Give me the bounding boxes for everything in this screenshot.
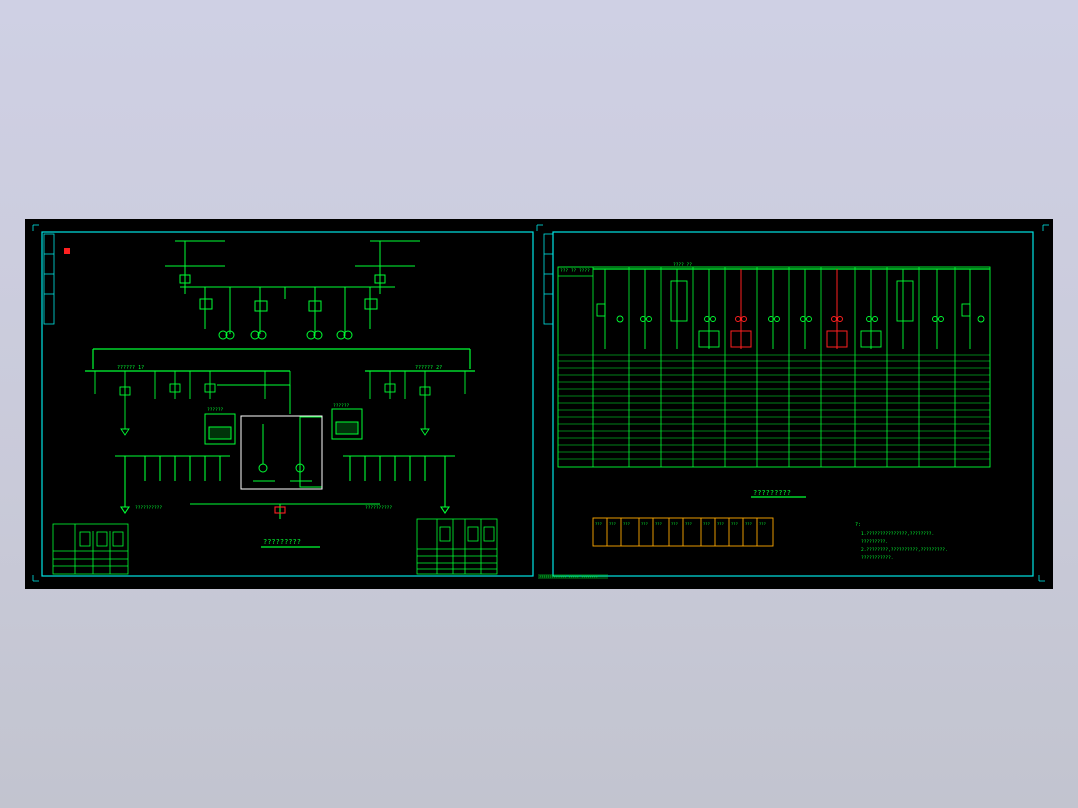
switchgear-table-rows bbox=[558, 354, 990, 460]
cad-viewport[interactable]: ?????? 1? ?????? 2? bbox=[25, 219, 1053, 589]
lower-label-right: ?????????? bbox=[365, 505, 392, 511]
transformer-label-left: ?????? bbox=[207, 407, 224, 413]
cad-corner-tick-icon bbox=[32, 224, 1049, 582]
note-line: ?????????. bbox=[861, 539, 888, 545]
legend-label: ??? bbox=[759, 521, 766, 526]
note-line: ???????????. bbox=[861, 555, 894, 561]
feeders-right bbox=[369, 371, 466, 436]
sheet-left-title: ????????? bbox=[263, 538, 301, 546]
legend-label: ??? bbox=[641, 521, 648, 526]
status-strip: ????????????? ????? ???????? bbox=[539, 575, 598, 579]
sheet-right-title-strip bbox=[543, 233, 554, 325]
sheet-right-frame bbox=[552, 231, 1034, 577]
switchgear-outline bbox=[557, 266, 991, 468]
cubicle-schematics bbox=[596, 269, 985, 349]
highlighted-cubicles bbox=[730, 269, 848, 349]
notes-title: ?: bbox=[855, 522, 861, 528]
legend-label: ??? bbox=[717, 521, 724, 526]
legend-label: ??? bbox=[671, 521, 678, 526]
cubicle-columns bbox=[592, 267, 956, 467]
note-line: 2.????????,??????????,?????????. bbox=[861, 547, 948, 553]
electrical-drawing: ?????? 1? ?????? 2? bbox=[32, 224, 1049, 582]
legend-label: ??? bbox=[731, 521, 738, 526]
feeders-left bbox=[94, 371, 291, 436]
legend-label: ??? bbox=[623, 521, 630, 526]
sheet-right-title: ????????? bbox=[753, 489, 791, 497]
status-strip-bg bbox=[538, 574, 608, 579]
sheet-left: ?????? 1? ?????? 2? bbox=[41, 231, 534, 577]
low-voltage-buses bbox=[115, 455, 455, 519]
table-right bbox=[416, 518, 498, 575]
table-left bbox=[52, 523, 129, 575]
legend-label: ??? bbox=[609, 521, 616, 526]
sheet-left-title-strip bbox=[43, 233, 55, 325]
bus-label-right: ?????? 2? bbox=[415, 365, 442, 371]
red-square-marker-icon bbox=[64, 248, 70, 254]
bus-label-left: ?????? 1? bbox=[117, 365, 144, 371]
legend-label: ??? bbox=[655, 521, 662, 526]
legend-labels: ??? ??? ??? ??? ??? ??? ??? ??? ??? ??? … bbox=[595, 521, 766, 526]
generators bbox=[253, 424, 312, 482]
legend-label: ??? bbox=[685, 521, 692, 526]
legend-label: ??? bbox=[745, 521, 752, 526]
legend-label: ??? bbox=[703, 521, 710, 526]
sheet-right: ??? ?? ???? ???? ?? bbox=[538, 231, 1034, 579]
top-bus-label: ???? ?? bbox=[673, 262, 692, 268]
sheet-left-frame bbox=[41, 231, 534, 577]
main-bus bbox=[85, 348, 475, 372]
transformer-area bbox=[204, 384, 363, 488]
transformer-panel-box bbox=[240, 415, 323, 490]
transformer-label-right: ?????? bbox=[333, 403, 350, 409]
lower-label-left: ?????????? bbox=[135, 505, 162, 511]
note-line: 1.???????????????,????????. bbox=[861, 531, 934, 537]
right-header-label: ??? ?? ???? bbox=[560, 268, 590, 274]
notes: ?: 1.???????????????,????????. ?????????… bbox=[855, 522, 948, 561]
incoming-feeders bbox=[165, 240, 420, 340]
legend-boxes bbox=[592, 517, 774, 547]
legend-label: ??? bbox=[595, 521, 602, 526]
